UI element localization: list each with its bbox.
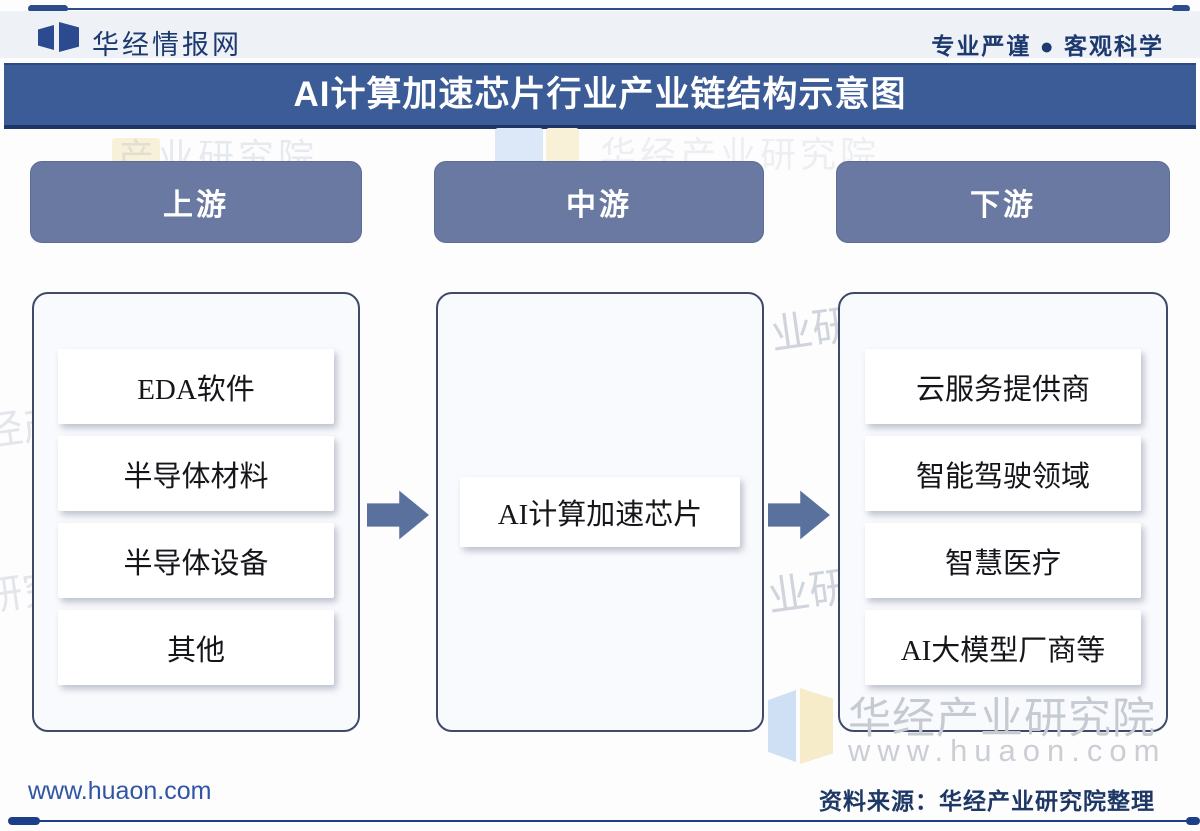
midstream-item-ai-chip: AI计算加速芯片 — [460, 477, 740, 547]
top-divider-pill-left — [28, 5, 68, 12]
downstream-item-driving: 智能驾驶领域 — [865, 436, 1141, 511]
panel-downstream: 云服务提供商 智能驾驶领域 智慧医疗 AI大模型厂商等 — [838, 292, 1168, 732]
arrow-upstream-to-midstream-icon — [367, 490, 429, 540]
panel-midstream: AI计算加速芯片 — [436, 292, 764, 732]
top-divider-line — [30, 8, 1188, 10]
downstream-item-llm: AI大模型厂商等 — [865, 610, 1141, 685]
stage-header-upstream: 上游 — [30, 161, 362, 243]
top-divider-pill-right — [1172, 5, 1190, 12]
data-source-text: 资料来源：华经产业研究院整理 — [819, 788, 1155, 814]
watermark-logo-right-shape — [800, 688, 833, 764]
watermark-logo-left-shape — [768, 690, 796, 762]
logo-right-shape — [59, 22, 79, 52]
stage-header-midstream-label: 中游 — [566, 189, 632, 222]
footer-divider-pill-left — [8, 817, 40, 825]
upstream-item-eda: EDA软件 — [58, 349, 334, 424]
upstream-item-other: 其他 — [58, 610, 334, 685]
stage-header-upstream-label: 上游 — [163, 189, 229, 222]
upstream-item-materials: 半导体材料 — [58, 436, 334, 511]
stage-header-downstream: 下游 — [836, 161, 1170, 243]
arrow-midstream-to-downstream-icon — [768, 490, 830, 540]
upstream-item-equipment: 半导体设备 — [58, 523, 334, 598]
brand-name: 华经情报网 — [92, 30, 242, 60]
title-bar: AI计算加速芯片行业产业链结构示意图 — [4, 63, 1196, 129]
stage-header-downstream-label: 下游 — [970, 189, 1036, 222]
footer-divider-pill-right — [1186, 817, 1200, 825]
panel-upstream: EDA软件 半导体材料 半导体设备 其他 — [32, 292, 360, 732]
huajing-logo-icon — [38, 22, 84, 52]
page-title: AI计算加速芯片行业产业链结构示意图 — [293, 75, 907, 114]
logo-left-shape — [38, 25, 54, 50]
watermark-url-text: www.huaon.com — [848, 733, 1167, 768]
footer-divider-line — [20, 820, 1192, 822]
downstream-item-cloud: 云服务提供商 — [865, 349, 1141, 424]
footer-site-link[interactable]: www.huaon.com — [28, 777, 212, 805]
downstream-item-medical: 智慧医疗 — [865, 523, 1141, 598]
brand-slogan: 专业严谨 ● 客观科学 — [931, 33, 1164, 59]
stage-header-midstream: 中游 — [434, 161, 764, 243]
header-band — [0, 11, 1200, 58]
